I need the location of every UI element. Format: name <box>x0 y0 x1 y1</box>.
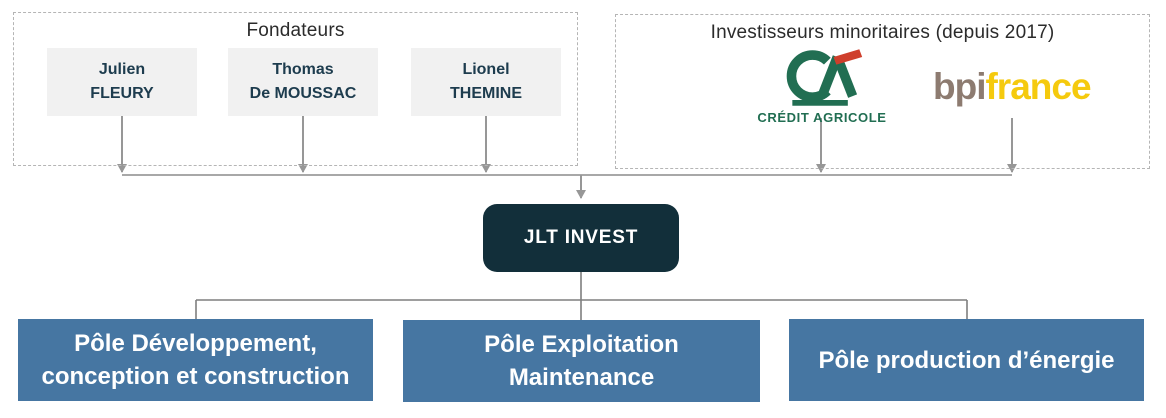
founders-panel-title: Fondateurs <box>246 20 345 41</box>
bpifrance-bpi-text: bpi <box>933 66 986 107</box>
holding-label: JLT INVEST <box>523 227 639 248</box>
pole-label-line: Pôle Développement, <box>74 330 317 357</box>
founder-box-julien-fleury: Julien FLEURY <box>47 48 197 116</box>
pole-box-exploitation-maintenance: Pôle Exploitation Maintenance <box>403 320 760 402</box>
pole-label-line: Pôle production d’énergie <box>818 346 1115 374</box>
bpifrance-logo: bpifrance <box>933 66 1093 108</box>
founder-first-name: Julien <box>98 61 146 78</box>
credit-agricole-monogram-icon <box>786 49 863 106</box>
founder-first-name: Lionel <box>462 61 510 78</box>
credit-agricole-wordmark: CRÉDIT AGRICOLE <box>757 110 887 125</box>
founder-last-name: FLEURY <box>90 85 154 102</box>
pole-label-line: Maintenance <box>508 364 655 391</box>
founder-box-thomas-de-moussac: Thomas De MOUSSAC <box>228 48 378 116</box>
pole-box-developpement: Pôle Développement, conception et constr… <box>18 319 373 401</box>
investors-panel: Investisseurs minoritaires (depuis 2017) <box>615 14 1150 169</box>
pole-label-line: Pôle Exploitation <box>484 331 679 358</box>
investors-panel-title: Investisseurs minoritaires (depuis 2017) <box>710 22 1055 43</box>
founders-panel: Fondateurs <box>13 12 578 166</box>
pole-box-production-energie: Pôle production d’énergie <box>789 319 1144 401</box>
pole-label-line: conception et construction <box>41 363 350 390</box>
bpifrance-france-text: france <box>985 66 1091 107</box>
founder-last-name: De MOUSSAC <box>249 85 357 102</box>
founder-last-name: THEMINE <box>450 85 522 102</box>
holding-box-jlt-invest: JLT INVEST <box>483 204 679 272</box>
founder-first-name: Thomas <box>272 61 334 78</box>
founder-box-lionel-themine: Lionel THEMINE <box>411 48 561 116</box>
credit-agricole-logo: CRÉDIT AGRICOLE <box>748 48 896 125</box>
